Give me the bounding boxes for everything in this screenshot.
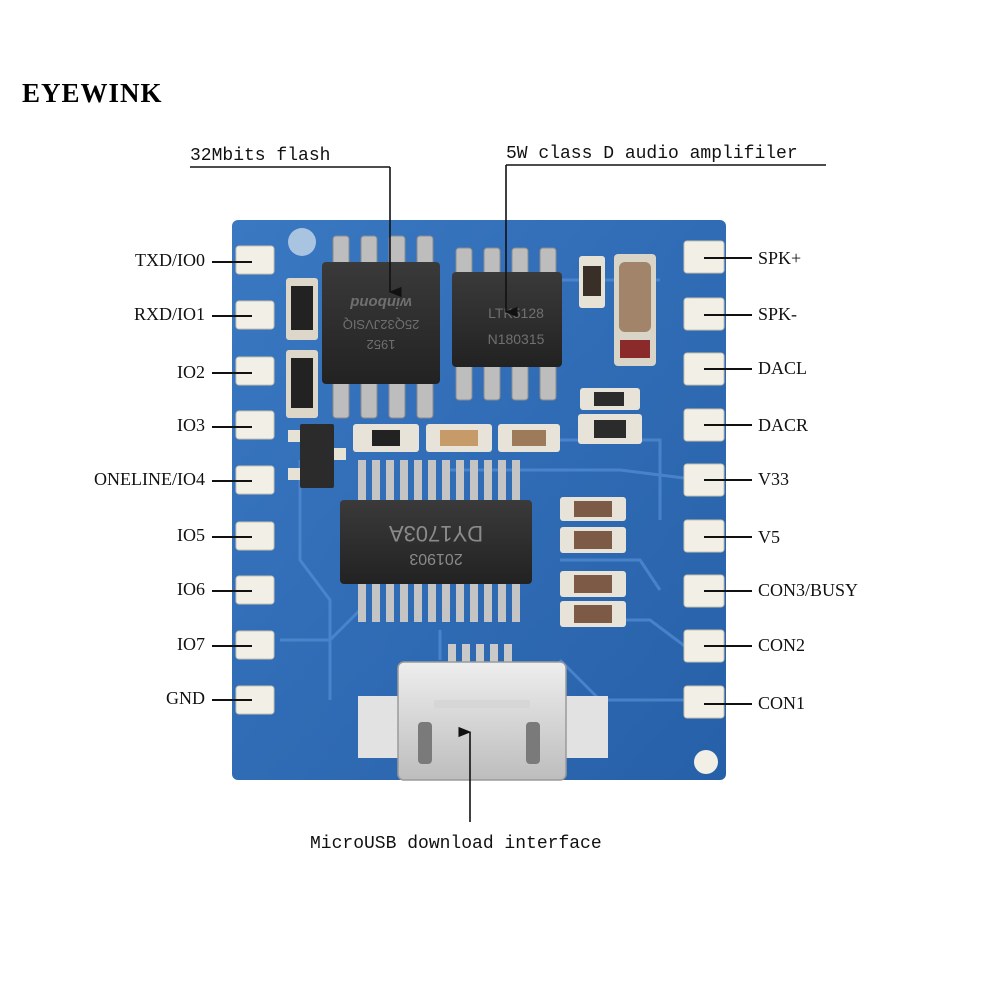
left-leader-lines — [212, 261, 252, 701]
callout-flash-line — [190, 166, 402, 298]
flash-marking: 1952 — [367, 337, 396, 352]
flash-marking: 25Q32JVSIQ — [343, 317, 420, 332]
main-chip — [340, 460, 532, 622]
callout-usb: MicroUSB download interface — [310, 834, 602, 854]
flash-marking: winbond — [349, 294, 411, 311]
amplifier-chip — [452, 247, 562, 401]
pin-label-left: IO2 — [177, 362, 205, 382]
smd-part — [579, 256, 605, 308]
micro-usb-connector — [358, 644, 608, 781]
pin-label-right: CON3/BUSY — [758, 580, 859, 600]
right-pads — [683, 240, 725, 719]
main-chip-marking: 201903 — [409, 550, 462, 567]
pin-label-left: IO5 — [177, 525, 205, 545]
callout-amp-line — [504, 164, 826, 318]
brand-logo: EYEWINK — [22, 78, 163, 108]
passive-row — [353, 388, 642, 452]
left-smd-parts — [286, 278, 346, 488]
pin-label-right: V5 — [758, 527, 780, 547]
pin-label-left: GND — [166, 688, 205, 708]
pin-label-left: IO3 — [177, 415, 205, 435]
pin-label-left: IO6 — [177, 579, 205, 599]
pin-label-right: SPK- — [758, 304, 798, 324]
resistor-stack — [560, 497, 626, 627]
pin-label-right: SPK+ — [758, 248, 802, 268]
fiducial-dot — [288, 228, 316, 256]
bottom-pad — [694, 750, 718, 774]
pin-label-left: RXD/IO1 — [134, 304, 205, 324]
pin-label-left: IO7 — [177, 634, 205, 654]
pin-label-right: CON1 — [758, 693, 806, 713]
capacitor-large — [614, 254, 656, 366]
flash-chip — [322, 235, 440, 419]
pin-label-left: ONELINE/IO4 — [94, 469, 205, 489]
amp-marking: N180315 — [488, 331, 545, 347]
pin-label-right: V33 — [758, 469, 789, 489]
pin-label-right: CON2 — [758, 635, 806, 655]
right-leader-lines — [704, 257, 752, 705]
callout-flash: 32Mbits flash — [190, 146, 331, 166]
amp-marking: LTK5128 — [488, 305, 544, 321]
main-chip-marking: DY1703A — [389, 521, 484, 546]
pin-label-right: DACL — [758, 358, 807, 378]
pin-label-left: TXD/IO0 — [135, 250, 205, 270]
pin-label-right: DACR — [758, 415, 809, 435]
callout-amplifier: 5W class D audio amplifiler — [506, 144, 798, 164]
